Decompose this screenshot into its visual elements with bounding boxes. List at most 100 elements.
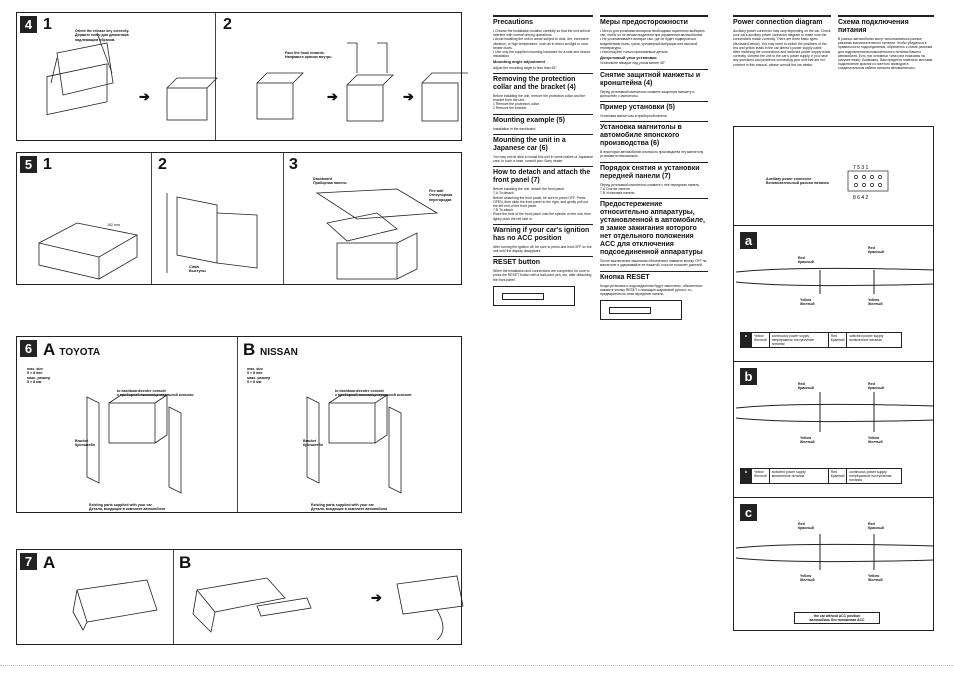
panel-b: b Red Красный Red Красный Yellow Желтый … <box>734 361 935 486</box>
power-heading: Схема подключения питания <box>838 15 934 35</box>
aux-connector-label: Auxiliary power connector Вспомогательны… <box>766 177 829 186</box>
reset-button-illustration <box>600 300 682 321</box>
power-text: Auxiliary power connector may vary depen… <box>733 29 831 67</box>
precautions-heading: Precautions <box>493 15 593 27</box>
step-a-label: A <box>43 553 56 572</box>
example-heading: Mounting example (5) <box>493 113 593 125</box>
red-label: Red Красный <box>798 256 814 265</box>
arrow-right-icon: ➔ <box>327 89 338 104</box>
angle-text: Установите аппарат под углом менее 45°. <box>600 61 666 66</box>
precautions-text: • Choose the installation location caref… <box>493 29 591 59</box>
panel-letter: b <box>740 368 757 385</box>
legend-desc: switched power supply включенное питание <box>849 334 884 342</box>
legend-a: a Yellow Желтый continuous power supply … <box>740 332 903 348</box>
nissan-label: B NISSAN <box>243 340 298 359</box>
japanese-text: You may not be able to install this unit… <box>493 154 593 164</box>
legend-desc: continuous power supply непрерывное пост… <box>770 333 829 347</box>
legend-color: Yellow Желтый <box>752 333 770 347</box>
pin-label: 7 5 3 1 <box>853 165 869 171</box>
step-b-label: B <box>179 553 192 572</box>
reset-text: When the installation and connections ar… <box>493 269 592 282</box>
power-connection-ru: Схема подключения питания В разных автом… <box>838 12 934 120</box>
red-label: Red Красный <box>868 382 884 391</box>
detach-text: Перед установкой магнитолы снимите с нее… <box>600 182 701 196</box>
legend-desc: switched power supply включенное питание <box>770 469 829 483</box>
wiring-b <box>735 392 935 432</box>
firewall-label: Fire wall Огнеупорная перегородка <box>429 189 453 202</box>
remove-text: Перед установкой магнитолы снимите защит… <box>600 89 695 98</box>
legend-color: Red Красный <box>829 469 848 483</box>
step-number: 3 <box>289 156 298 173</box>
console-label: to dashboard/centre console к приборной … <box>117 389 194 398</box>
power-text: В разных автомобилях могут использоватьс… <box>838 37 933 71</box>
step-divider <box>215 13 216 140</box>
example-text: Установка магнитолы в приборной панели <box>600 114 667 119</box>
power-connection-en: Power connection diagram Auxiliary power… <box>733 12 831 120</box>
japanese-heading: Установка магнитолы в автомобиле японско… <box>600 121 708 148</box>
warning-text: После выключения зажигания обязательно н… <box>600 259 707 268</box>
mounting-example-illustration <box>37 188 439 280</box>
precautions-heading: Меры предосторожности <box>600 15 708 27</box>
arrow-right-icon: ➔ <box>403 89 414 104</box>
remove-text: Before installing the unit, remove the p… <box>493 93 586 111</box>
remove-heading: Снятие защитной манжеты и кронштейна (4) <box>600 68 708 88</box>
yellow-label: Yellow Желтый <box>800 298 815 307</box>
front-panel-illustration <box>72 575 464 641</box>
panel-a: a Red Красный Red Красный Yellow Желтый … <box>734 225 935 350</box>
aux-connector-pins: 7 5 3 1 8 6 4 2 <box>847 165 889 201</box>
pin-label: 8 6 4 2 <box>853 195 869 201</box>
legend-desc: continuous power supply непрерывное пост… <box>849 470 892 482</box>
connector-diagram: Auxiliary power connector Вспомогательны… <box>733 126 935 631</box>
console-label: to dashboard/centre console к приборной … <box>335 389 412 398</box>
section-number-badge: 7 <box>20 553 37 570</box>
panel-letter: a <box>740 232 757 249</box>
claws-label: Claws Выступы <box>189 265 206 274</box>
red-label: Red Красный <box>798 522 814 531</box>
power-heading: Power connection diagram <box>733 15 831 27</box>
detach-text: Before installing the unit, detach the f… <box>493 187 592 221</box>
reset-heading: RESET button <box>493 256 593 267</box>
yellow-label: Yellow Желтый <box>800 436 815 445</box>
wiring-a <box>735 267 935 294</box>
arrow-right-icon: ➔ <box>139 89 150 104</box>
section-number-badge: 4 <box>20 16 37 33</box>
dashboard-label: Dashboard Приборная панель <box>313 177 347 186</box>
release-key-note: Orient the release key correctly. Держит… <box>75 29 130 42</box>
max-size-label: max. size 5 × 8 mm макс. размер 5 × 8 мм <box>27 367 51 385</box>
reset-button-illustration <box>493 285 575 306</box>
warning-text: After turning the ignition off, be sure … <box>493 244 592 254</box>
section-5-panel: 5 1 2 3 182 mm Claws Выступы Dashboard П… <box>16 152 462 285</box>
step-number: 2 <box>158 156 167 173</box>
yellow-label: Yellow Желтый <box>868 436 883 445</box>
max-size-label: max. size 5 × 8 mm макс. размер 5 × 8 мм <box>247 367 271 385</box>
red-label: Red Красный <box>798 382 814 391</box>
legend-color: Yellow Желтый <box>752 469 770 483</box>
angle-text: Adjust the mounting angle to less than 4… <box>493 65 558 70</box>
bracket-label: Bracket Кронштейн <box>303 439 323 448</box>
step-number: 1 <box>43 156 52 173</box>
legend-b: b Yellow Желтый switched power supply вк… <box>740 468 903 484</box>
wiring-c <box>735 534 935 570</box>
japanese-text: В некоторых автомобилях японского произв… <box>600 150 704 159</box>
toyota-label: A TOYOTA <box>43 340 101 359</box>
detach-heading: How to detach and attach the front panel… <box>493 166 593 185</box>
section-number-badge: 6 <box>20 340 37 357</box>
panel-letter: c <box>740 504 757 521</box>
warning-heading: Предостережение относительно аппаратуры,… <box>600 198 708 257</box>
reset-heading: Кнопка RESET <box>600 270 708 282</box>
fold-line <box>0 665 954 666</box>
example-text: Installation in the dashboard <box>493 126 536 131</box>
japanese-heading: Mounting the unit in a Japanese car (6) <box>493 133 593 153</box>
arrow-right-icon: ➔ <box>371 590 382 605</box>
section-number-badge: 5 <box>20 156 37 173</box>
red-label: Red Красный <box>868 246 884 255</box>
bracket-label: Bracket Кронштейн <box>75 439 95 448</box>
russian-instructions: Меры предосторожности • Место для устано… <box>600 12 708 612</box>
hook-note: Face the hook inwards. Направьте крючок … <box>285 51 333 60</box>
yellow-label: Yellow Желтый <box>868 574 883 583</box>
brand-divider <box>237 337 238 512</box>
english-instructions: Precautions • Choose the installation lo… <box>493 12 593 612</box>
existing-parts-label: Existing parts supplied with your car Де… <box>311 503 388 512</box>
step-divider <box>151 153 152 284</box>
angle-heading: Допустимый угол установки <box>600 55 657 61</box>
